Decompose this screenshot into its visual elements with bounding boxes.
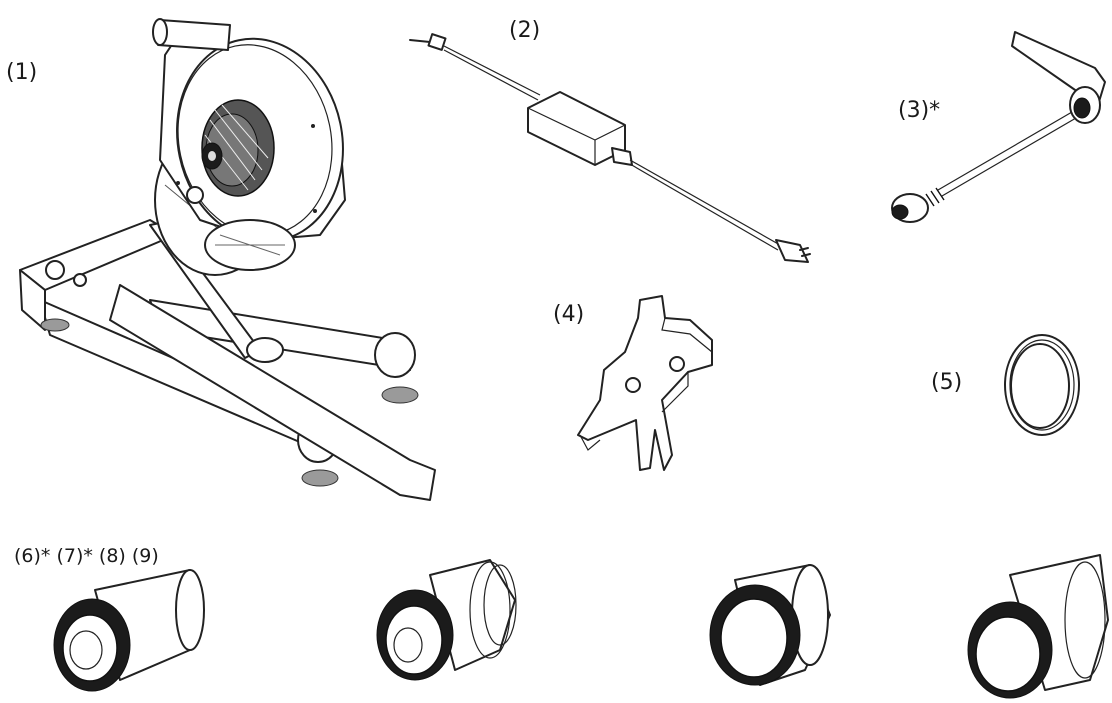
spacer-ring-illustration — [1004, 334, 1080, 436]
axle-adapter-7 — [376, 559, 517, 681]
label-part-1: (1) — [6, 60, 38, 85]
label-part-6-9: (6)* (7)* (8) (9) — [14, 545, 159, 567]
label-part-4: (4) — [553, 302, 585, 327]
label-part-5: (5) — [931, 370, 963, 395]
label-part-3: (3)* — [898, 98, 941, 123]
power-adapter-illustration — [409, 33, 811, 263]
trainer-illustration — [19, 18, 436, 501]
axle-adapter-6 — [53, 569, 205, 692]
thru-axle-illustration — [891, 31, 1106, 223]
axle-adapter-9 — [967, 554, 1109, 699]
cassette-icon — [201, 99, 275, 197]
axle-adapter-8 — [709, 564, 831, 686]
cassette-tool-illustration — [577, 295, 713, 471]
label-part-2: (2) — [509, 18, 541, 43]
